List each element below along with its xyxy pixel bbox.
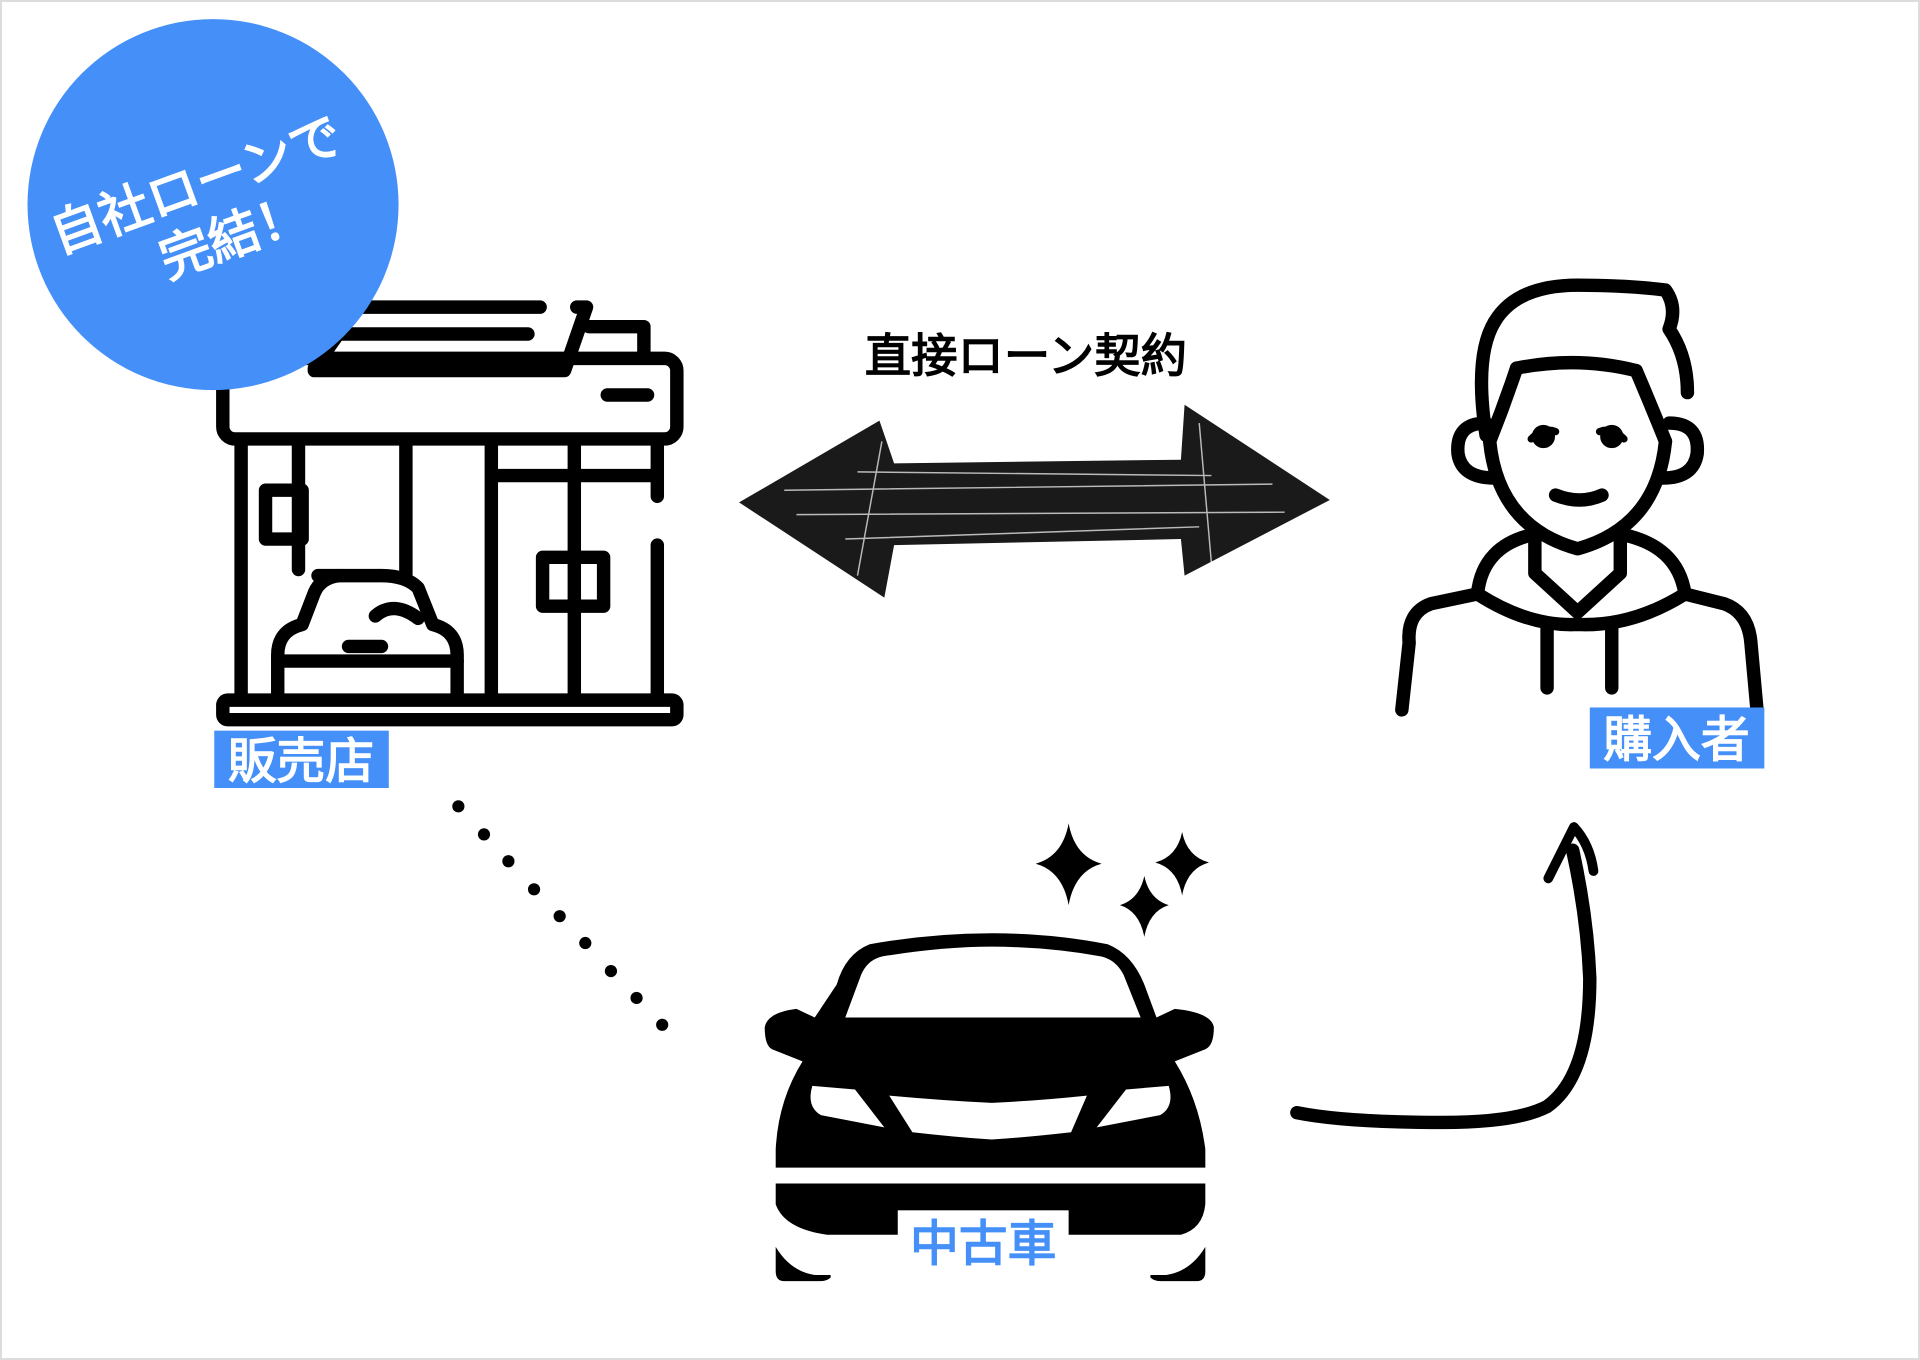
buyer-label: 購入者: [1589, 707, 1765, 769]
car-icon: [764, 933, 1214, 1282]
double-arrow-icon: [739, 404, 1330, 598]
curved-arrow-icon: [1290, 822, 1599, 1130]
svg-text:販売店: 販売店: [228, 732, 374, 790]
dealer-label: 販売店: [214, 730, 389, 790]
badge: 自社ローンで 完結！: [27, 19, 399, 391]
used-car-label: 中古車: [897, 1210, 1069, 1274]
dotted-line: [452, 800, 669, 1031]
sparkle-icon: [1035, 823, 1209, 937]
person-icon: [1395, 278, 1764, 717]
svg-text:購入者: 購入者: [1603, 710, 1749, 768]
svg-text:中古車: 中古車: [910, 1214, 1056, 1272]
store-icon: [216, 300, 684, 727]
contract-label: 直接ローン契約: [865, 328, 1187, 383]
